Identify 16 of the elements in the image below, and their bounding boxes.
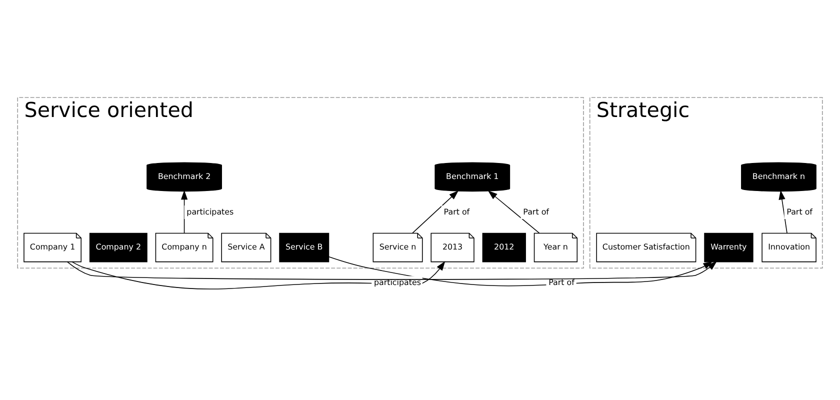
node-box: Company 2 bbox=[89, 232, 148, 262]
edge-label: Part of bbox=[444, 207, 470, 216]
arrow bbox=[67, 260, 717, 280]
edge-label: Part of bbox=[548, 278, 574, 287]
arrow bbox=[412, 190, 459, 233]
arrow bbox=[180, 190, 188, 233]
edge-label: participates bbox=[374, 278, 421, 287]
node-box: 2012 bbox=[482, 232, 526, 262]
node-box: Service B bbox=[279, 232, 330, 262]
arrow bbox=[778, 190, 788, 233]
edge-label: participates bbox=[186, 207, 234, 216]
node-box: Warrenty bbox=[704, 232, 754, 262]
arrow bbox=[328, 256, 713, 286]
edge-label: Part of bbox=[523, 207, 549, 216]
arrow bbox=[488, 190, 540, 233]
edge-label: Part of bbox=[786, 207, 812, 216]
